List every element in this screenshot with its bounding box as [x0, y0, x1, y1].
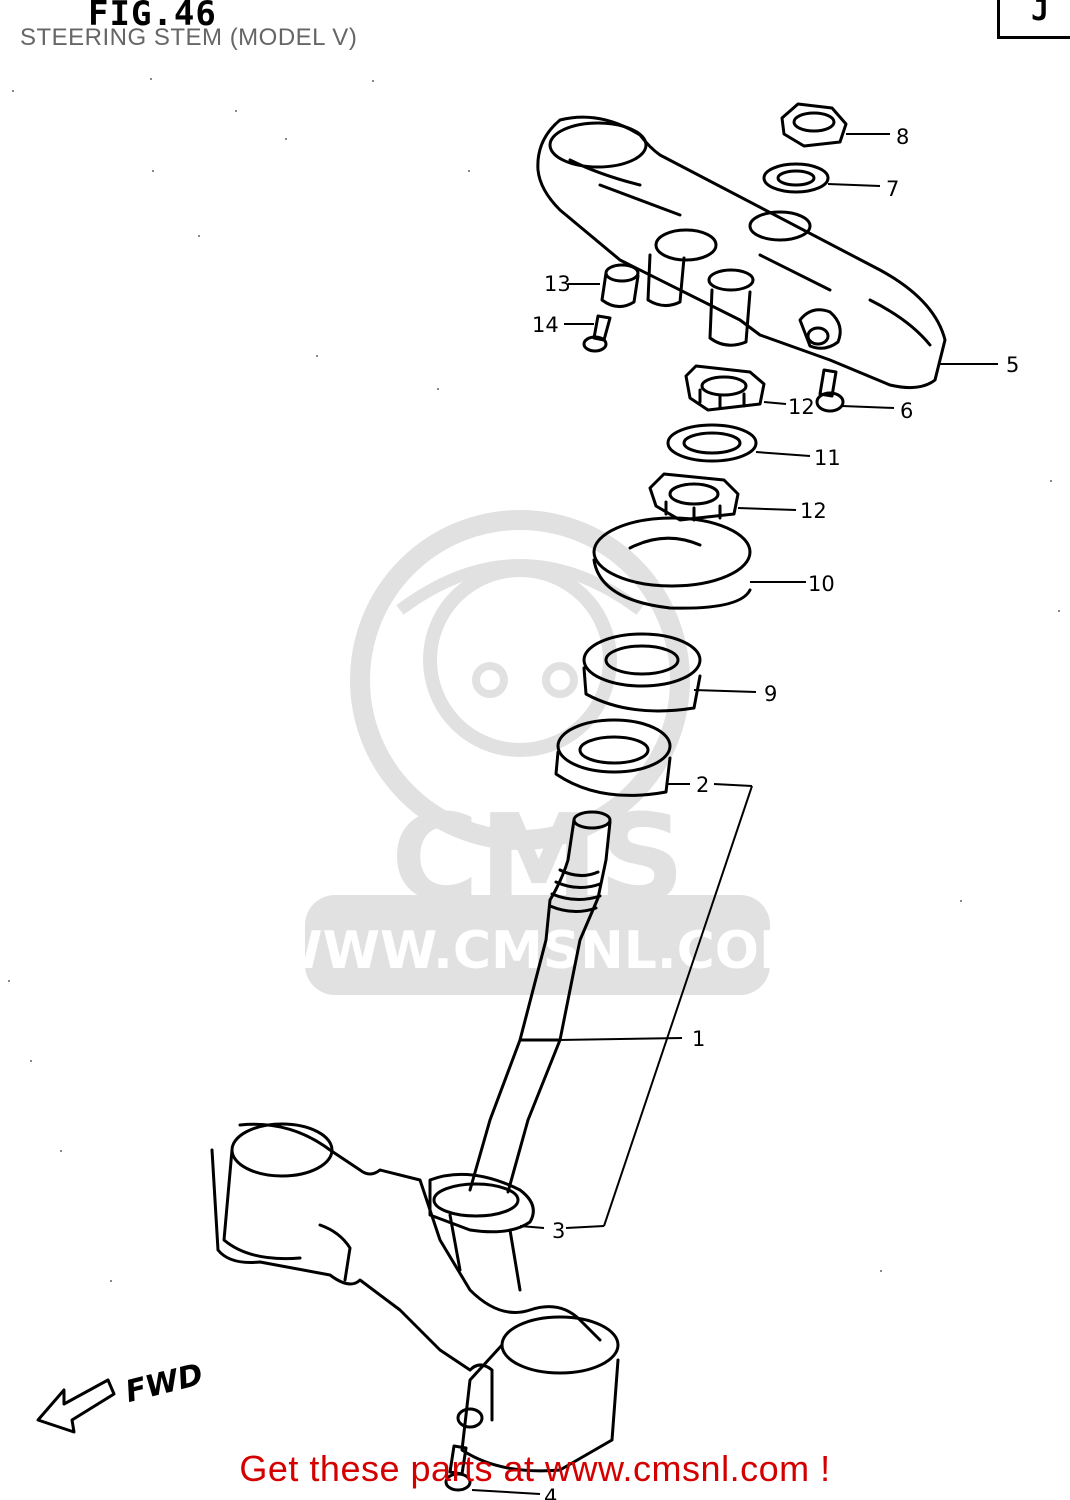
callout-10: 10 — [808, 572, 835, 596]
watermark-brand: CMS — [391, 790, 685, 929]
part-14-bolt — [582, 314, 612, 353]
callout-8: 8 — [896, 125, 909, 149]
part-2-bearing-race — [554, 718, 672, 797]
part-9-bearing — [582, 632, 702, 713]
callout-9: 9 — [764, 682, 777, 706]
fwd-arrow-icon — [36, 1378, 116, 1434]
cms-watermark: CMS WWW.CMSNL.COM — [265, 510, 811, 995]
callout-4: 4 — [544, 1485, 557, 1500]
part-5-upper-bracket — [536, 115, 947, 390]
leader-lines — [471, 133, 998, 1495]
scan-specks — [8, 78, 1060, 1282]
part-8-nut — [780, 102, 848, 148]
part-12-lock-nut-lower — [648, 472, 740, 522]
part-7-washer — [762, 162, 830, 194]
callout-11: 11 — [814, 446, 841, 470]
part-11-washer — [666, 423, 758, 463]
part-13-collar — [600, 263, 640, 308]
callout-6: 6 — [900, 399, 913, 423]
callout-13: 13 — [544, 272, 571, 296]
callout-12-upper: 12 — [788, 395, 815, 419]
section-badge: J — [997, 0, 1070, 39]
callout-12-lower: 12 — [800, 499, 827, 523]
callout-14: 14 — [532, 313, 559, 337]
callout-3: 3 — [552, 1219, 565, 1243]
callouts: 1 2 3 4 5 6 7 8 9 10 11 12 12 13 14 — [532, 125, 1019, 1500]
part-12-lock-nut-upper — [684, 364, 766, 412]
part-1-steering-stem — [210, 810, 620, 1473]
callout-7: 7 — [886, 177, 899, 201]
callout-2: 2 — [696, 773, 709, 797]
figure-label: FIG.46 — [88, 0, 217, 34]
part-6-bolt — [815, 368, 845, 413]
callout-1: 1 — [692, 1027, 705, 1051]
part-10-dust-seal — [592, 516, 752, 610]
figure-subtitle: STEERING STEM (MODEL V) — [20, 24, 358, 51]
callout-5: 5 — [1006, 353, 1019, 377]
fwd-label: FWD — [122, 1357, 207, 1410]
order-banner-link[interactable]: Get these parts at www.cmsnl.com ! — [239, 1448, 831, 1489]
part-4-bolt — [444, 1444, 472, 1492]
